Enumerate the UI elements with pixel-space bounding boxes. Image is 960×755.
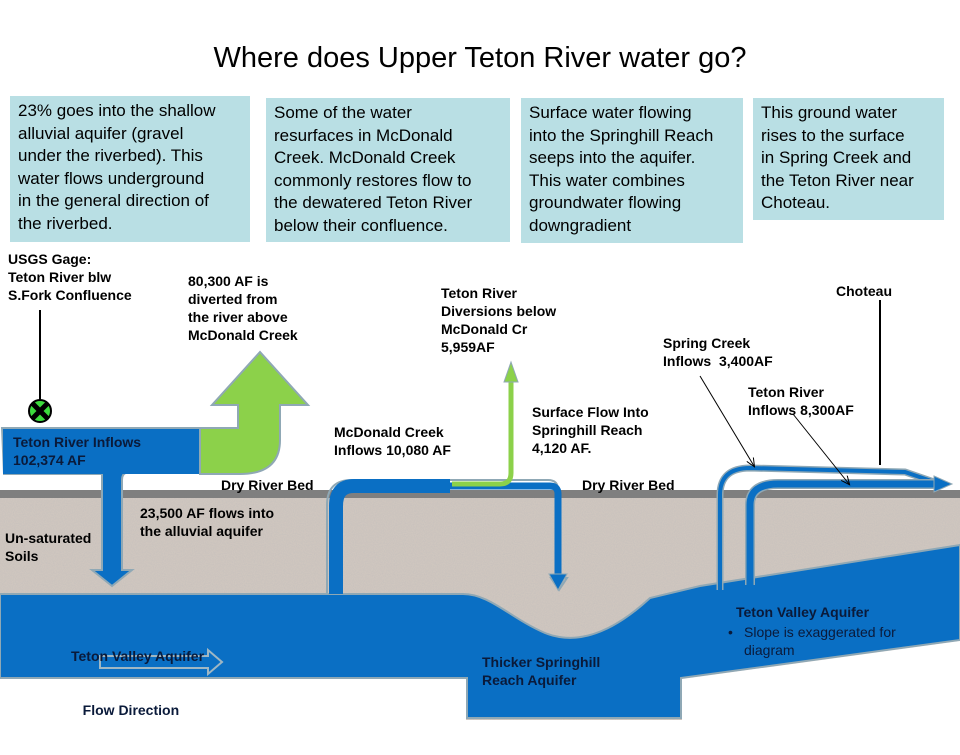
slope-note: • Slope is exaggerated for diagram [728, 623, 896, 659]
callout-alluvial-aquifer: 23% goes into the shallow alluvial aquif… [10, 96, 250, 242]
callout-line: the Teton River near [761, 170, 914, 190]
diagram-graphics [0, 300, 960, 720]
label-teton-river-inflows-lower: Teton River Inflows 8,300AF [748, 383, 854, 419]
label-spring-creek-inflows: Spring Creek Inflows 3,400AF [663, 334, 773, 370]
label-diversions-below-mcdonald: Teton River Diversions below McDonald Cr… [441, 284, 556, 356]
callout-mcdonald-creek: Some of the water resurfaces in McDonald… [266, 98, 510, 242]
diagram-canvas: Where does Upper Teton River water go? 2… [0, 42, 960, 720]
label-diverted-80300: 80,300 AF is diverted from the river abo… [188, 272, 298, 344]
label-line: 4,120 AF. [532, 440, 592, 456]
label-line: Spring Creek [663, 335, 751, 351]
label-teton-valley-aquifer: Teton Valley Aquifer [736, 604, 870, 620]
diversion-arrow-green [199, 350, 311, 475]
callout-line: Surface water flowing [529, 103, 692, 122]
below-aquifer-white [0, 679, 466, 720]
label-line: Surface Flow Into [532, 404, 649, 420]
mcdonald-creek-flow [329, 479, 450, 594]
label-line: Springhill Reach [532, 422, 643, 438]
callout-line: groundwater flowing [529, 193, 682, 212]
teton-river-outflow-arrowhead [933, 475, 954, 493]
label-choteau: Choteau [836, 283, 892, 299]
callout-line: Choteau. [761, 193, 830, 212]
callout-line: water flows underground [18, 168, 205, 188]
callout-springhill-reach: Surface water flowing into the Springhil… [521, 98, 743, 243]
callout-line: in the general direction of [18, 191, 209, 210]
callout-line: seeps into the aquifer. [529, 148, 696, 167]
label-dry-river-bed-2: Dry River Bed [582, 477, 675, 493]
label-line: Diversions below [441, 303, 557, 319]
callout-line: This water combines [529, 170, 685, 190]
teton-river-lower-flow-inner [746, 480, 938, 585]
usgs-gage-icon [28, 399, 52, 423]
ground-surface-line [0, 490, 960, 498]
teton-inflows-leader-arrow [792, 413, 849, 484]
spring-creek-leader-arrow [699, 375, 754, 466]
inflow-bar [3, 429, 201, 474]
label-mcdonald-creek-inflows: McDonald Creek Inflows 10,080 AF [334, 423, 451, 459]
callout-line: This ground water [761, 103, 898, 122]
callout-line: downgradient [529, 215, 632, 235]
label-line: Un-saturated [5, 530, 92, 546]
callout-line: alluvial aquifer (gravel [18, 123, 184, 143]
label-line: Flow Direction [71, 702, 180, 718]
label-line: Teton River [748, 384, 824, 400]
label-line: diverted from [188, 291, 278, 307]
label-line: Soils [5, 548, 39, 564]
label-line: USGS Gage: [8, 251, 92, 267]
callout-line: in Spring Creek and [761, 148, 912, 167]
callout-choteau-groundwater: This ground water rises to the surface i… [753, 98, 944, 220]
callout-line: under the riverbed). This [18, 146, 203, 165]
diversions-below-mcdonald-green [452, 378, 514, 487]
callout-line: the dewatered Teton River [274, 193, 473, 212]
diversions-below-mcdonald-head [503, 360, 519, 383]
label-dry-river-bed-1: Dry River Bed [221, 477, 314, 493]
label-line: 23,500 AF flows into [140, 505, 275, 521]
label-aquifer-flow-direction: Teton Valley Aquifer Flow Direction [71, 611, 204, 755]
page-title: Where does Upper Teton River water go? [213, 42, 747, 74]
label-line: S.Fork Confluence [8, 287, 132, 303]
callout-line: resurfaces in McDonald [274, 125, 453, 145]
callout-line: below their confluence. [274, 215, 448, 235]
label-line: McDonald Cr [441, 321, 528, 337]
label-line: the river above [188, 309, 288, 325]
label-line: Teton River blw [8, 269, 112, 285]
label-line: Teton River [441, 285, 517, 301]
label-line: Thicker Springhill [482, 654, 601, 670]
label-unsaturated-soils: Un-saturated Soils [5, 529, 91, 565]
callout-line: into the Springhill Reach [529, 125, 714, 145]
bullet-icon: • [728, 624, 733, 640]
callout-line: Creek. McDonald Creek [274, 148, 456, 167]
label-usgs-gage: USGS Gage: Teton River blw S.Fork Conflu… [8, 250, 132, 304]
callout-line: rises to the surface [761, 125, 905, 145]
label-thicker-springhill-aquifer: Thicker Springhill Reach Aquifer [482, 653, 600, 689]
springhill-surface-flow-head [548, 573, 568, 592]
label-line: the alluvial aquifer [140, 523, 263, 539]
label-line: Inflows 10,080 AF [334, 442, 451, 458]
spring-creek-flow-inner [718, 465, 941, 590]
label-line: 5,959AF [441, 339, 495, 355]
callout-line: Some of the water [274, 103, 412, 122]
label-line: Teton Valley Aquifer [71, 648, 205, 664]
flow-direction-arrow [99, 647, 224, 677]
label-alluvial-flow-23500: 23,500 AF flows into the alluvial aquife… [140, 504, 274, 540]
label-line: Reach Aquifer [482, 672, 577, 688]
springhill-surface-flow [450, 482, 562, 576]
label-line: Teton River Inflows [13, 434, 142, 450]
label-surface-flow-springhill: Surface Flow Into Springhill Reach 4,120… [532, 403, 649, 457]
label-line: diagram [744, 642, 795, 658]
label-line: McDonald Creek [334, 424, 444, 440]
label-line: McDonald Creek [188, 327, 298, 343]
below-aquifer-white-right [682, 641, 960, 720]
label-line: Inflows 3,400AF [663, 353, 773, 369]
callout-line: commonly restores flow to [274, 170, 472, 190]
callout-line: 23% goes into the shallow [18, 101, 216, 120]
callout-line: the riverbed. [18, 213, 113, 233]
label-line: Slope is exaggerated for [744, 624, 896, 640]
label-line: 102,374 AF [13, 452, 86, 468]
label-teton-river-inflows: Teton River Inflows 102,374 AF [13, 433, 141, 469]
label-line: 80,300 AF is [188, 273, 269, 289]
label-line: Inflows 8,300AF [748, 402, 854, 418]
